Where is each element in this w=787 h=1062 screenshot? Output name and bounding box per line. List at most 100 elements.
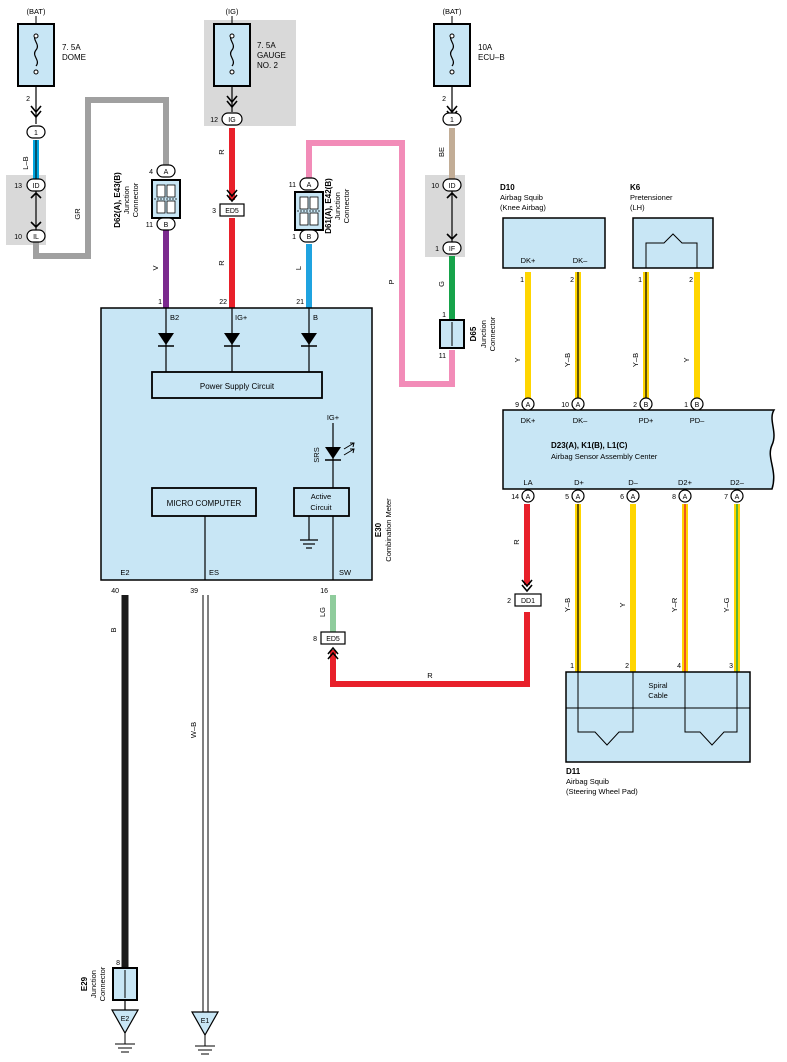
svg-text:2: 2 [507, 598, 511, 605]
junction-d65: 1 11 D65 Junction Connector [439, 312, 497, 360]
conn-dome-1: 1 [26, 125, 46, 139]
svg-text:10: 10 [14, 234, 22, 241]
fuse-gauge-name1: GAUGE [257, 51, 286, 60]
svg-text:ED5: ED5 [326, 636, 340, 643]
label-be: BE [437, 147, 446, 157]
svg-text:D62(A), E43(B): D62(A), E43(B) [113, 172, 122, 228]
svg-text:PD+: PD+ [639, 416, 654, 425]
svg-text:D23(A), K1(B), L1(C): D23(A), K1(B), L1(C) [551, 441, 628, 450]
label-y-3: Y [618, 602, 627, 607]
id-if-chevrons [446, 191, 458, 241]
svg-text:D10: D10 [500, 183, 515, 192]
svg-text:PD–: PD– [690, 416, 705, 425]
svg-text:A: A [526, 402, 531, 409]
svg-text:9: 9 [515, 402, 519, 409]
fuse-ecu: (BAT) 10A ECU–B [433, 7, 505, 87]
svg-text:D+: D+ [574, 478, 584, 487]
svg-text:D65: D65 [469, 326, 478, 341]
svg-text:Junction: Junction [333, 192, 342, 220]
label-l: L [294, 266, 303, 270]
svg-text:A: A [576, 494, 581, 501]
pretensioner-lh: K6 Pretensioner (LH) 1 2 [630, 183, 714, 284]
conn-id-right: ID 10 [431, 178, 462, 192]
bat-right-label: (BAT) [442, 7, 462, 16]
ed5-top-chevron [226, 189, 238, 203]
svg-text:Junction: Junction [479, 320, 488, 348]
label-r-bottom: R [427, 671, 433, 680]
svg-text:SW: SW [339, 568, 352, 577]
svg-text:IL: IL [33, 234, 39, 241]
conn-if: IF 1 [435, 241, 462, 255]
svg-text:40: 40 [111, 588, 119, 595]
svg-text:Airbag Squib: Airbag Squib [500, 193, 543, 202]
svg-text:5: 5 [565, 494, 569, 501]
svg-text:B: B [164, 222, 169, 229]
svg-text:Airbag Sensor Assembly Center: Airbag Sensor Assembly Center [551, 452, 658, 461]
airbag-sensor-center: A 9 A 10 B 2 B 1 DK+ DK– PD+ PD– D23(A),… [502, 397, 776, 503]
active-circuit: Active [311, 492, 331, 501]
svg-text:B: B [695, 402, 700, 409]
svg-text:D61(A), E42(B): D61(A), E42(B) [324, 178, 333, 234]
svg-text:8: 8 [116, 960, 120, 967]
label-v: V [151, 265, 160, 270]
svg-text:10: 10 [561, 402, 569, 409]
svg-text:A: A [631, 494, 636, 501]
conn-ig: IG 12 [210, 112, 243, 126]
svg-text:Connector: Connector [488, 316, 497, 351]
svg-text:E29: E29 [80, 976, 89, 991]
svg-text:LA: LA [523, 478, 532, 487]
svg-text:B: B [313, 313, 318, 322]
svg-text:2: 2 [633, 402, 637, 409]
conn-il: IL 10 [14, 229, 46, 243]
svg-text:B: B [307, 234, 312, 241]
svg-text:Junction: Junction [122, 186, 131, 214]
id-il-chevrons [30, 191, 42, 229]
svg-text:12: 12 [210, 117, 218, 124]
svg-text:Circuit: Circuit [310, 503, 332, 512]
svg-text:14: 14 [511, 494, 519, 501]
wire-p [306, 140, 455, 387]
svg-text:E2: E2 [121, 1016, 130, 1023]
svg-text:7: 7 [724, 494, 728, 501]
label-yb-3: Y–B [563, 598, 572, 612]
label-r-top: R [217, 149, 226, 155]
svg-text:1: 1 [638, 277, 642, 284]
svg-text:21: 21 [296, 299, 304, 306]
svg-text:Pretensioner: Pretensioner [630, 193, 673, 202]
svg-text:1: 1 [292, 234, 296, 241]
svg-text:B: B [644, 402, 649, 409]
conn-id-left: ID 13 [14, 178, 46, 192]
fuse-ecu-name: ECU–B [478, 53, 505, 62]
label-y-2: Y [682, 357, 691, 362]
svg-text:ID: ID [33, 183, 40, 190]
svg-text:1: 1 [570, 663, 574, 670]
svg-text:1: 1 [450, 117, 454, 124]
label-g: G [437, 281, 446, 287]
label-lb: L–B [21, 156, 30, 169]
fuse-dome-name: DOME [62, 53, 86, 62]
svg-text:DK–: DK– [573, 256, 588, 265]
conn-ecu-1: 1 [442, 112, 462, 126]
svg-text:K6: K6 [630, 183, 641, 192]
svg-text:E1: E1 [201, 1018, 210, 1025]
svg-text:DK–: DK– [573, 416, 588, 425]
svg-text:10: 10 [431, 183, 439, 190]
fuse-gauge-name2: NO. 2 [257, 61, 278, 70]
svg-text:1: 1 [435, 246, 439, 253]
bat-left-label: (BAT) [26, 7, 46, 16]
svg-text:8: 8 [313, 636, 317, 643]
svg-text:DD1: DD1 [521, 598, 535, 605]
svg-text:39: 39 [190, 588, 198, 595]
label-r-mid: R [217, 260, 226, 266]
svg-text:A: A [164, 169, 169, 176]
svg-text:D11: D11 [566, 767, 581, 776]
ig-label: (IG) [226, 7, 239, 16]
ground-e1: E1 [190, 1011, 220, 1055]
power-supply-circuit: Power Supply Circuit [200, 382, 275, 391]
dome-chevron [30, 105, 42, 119]
svg-text:11: 11 [439, 353, 446, 360]
svg-text:(LH): (LH) [630, 203, 645, 212]
wire-gr [33, 97, 169, 259]
svg-text:A: A [526, 494, 531, 501]
